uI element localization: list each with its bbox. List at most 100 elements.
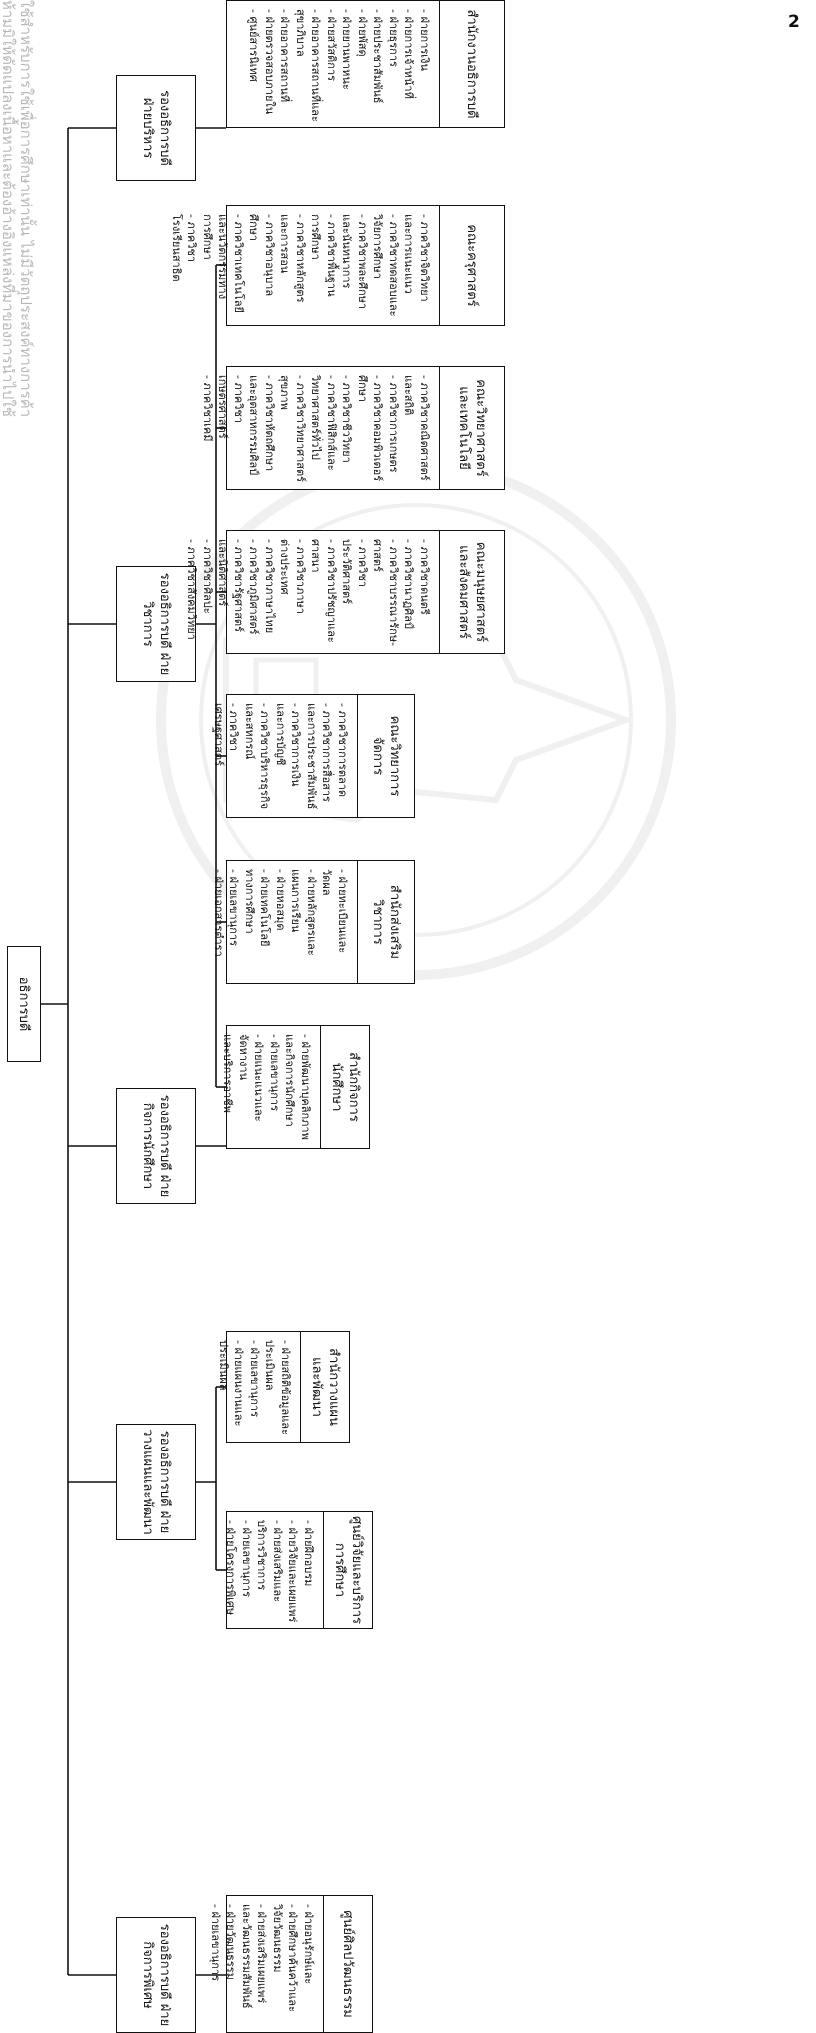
unit-item: - ภาควิชาทดสอบและ [387,214,400,317]
unit-box-science: คณะวิทยาศาสตร์ และเทคโนโลยี - ภาควิชาคณิ… [201,366,505,490]
unit-item: - ฝ่ายแนะแนวและจัดหางาน [237,1034,266,1122]
unit-item: - ภาควิชาดนตรี [418,539,431,615]
unit-item: วิทยาศาสตร์ทั่วไป [309,375,323,460]
unit-item: - ศูนย์สารนิเทศ [247,9,261,82]
unit-title: คณะครุศาสตร์ [464,224,480,307]
vp-title: รองอธิการบดี ฝ่ายบริหาร [140,90,172,166]
unit-item: วิจัยวัฒนธรรม [271,1904,284,1973]
unit-item: - ฝ่ายทะเบียนและวัดผล [320,869,350,954]
unit-item: - ภาควิชาหัตถศึกษา [263,375,276,472]
unit-title: คณะมนุษยศาสตร์ และสังคมศาสตร์ [456,541,488,643]
unit-item: - ภาควิชาบริหารธุรกิจ [258,703,272,810]
unit-item: - ฝ่ายอาคารสถานที่และ [309,9,323,122]
root-box: อธิการบดี [7,946,41,1062]
vp-box-special: รองอธิการบดี ฝ่ายกิจการพิเศษ [116,1917,196,2033]
unit-divider [323,1896,324,2032]
unit-box-student-affairs: สำนักกิจการนักศึกษา - ฝ่ายพัฒนาบุคลิกภาพ… [222,1025,370,1149]
unit-item: ทางการศึกษา [243,869,256,934]
unit-title: คณะวิทยาการจัดการ [370,715,402,797]
unit-item: - ฝ่ายอาคารสถานที่ [278,9,292,103]
unit-item: และอุตสาหกรรมศิลป์ [247,375,261,476]
unit-items: - ฝ่ายทะเบียนและวัดผล- ฝ่ายหลักสูตรและ แ… [207,861,357,983]
unit-item: - ฝ่ายศึกษาค้นคว้าและ [286,1904,300,2012]
unit-item: - ภาควิชาประวัติศาสตร์ [340,539,370,605]
unit-item: - ฝ่ายเลขานุการ [268,1034,281,1111]
unit-item: และบริการอาชีพ [221,1034,235,1113]
unit-item: และการสอน [278,214,292,274]
unit-item: และกิจการนักศึกษา [283,1034,297,1127]
unit-item: - ฝ่ายเลขานุการ [227,869,241,946]
unit-items: - ฝ่ายพัฒนาบุคลิกภาพ และกิจการนักศึกษา- … [216,1026,319,1148]
unit-item: - ฝ่ายโครงการพิเศษ [224,1520,238,1616]
unit-item: สุขภาพ [278,375,292,410]
unit-item: - ภาควิชาชีววิทยา [340,375,354,463]
unit-item: - ฝ่ายเลขานุการ [209,1904,222,1981]
unit-title: ศูนย์วิจัยและบริการ การศึกษา [332,1515,364,1624]
unit-item: - ฝ่ายเอกสารตำรา [212,869,225,957]
unit-box-humanities: คณะมนุษยศาสตร์ และสังคมศาสตร์ - ภาควิชาด… [186,530,505,654]
unit-item: - ฝ่ายเทคโนโลยี [258,869,272,947]
vp-title: รองอธิการบดี ฝ่ายกิจการนักศึกษา [140,1094,172,1198]
watermark-line-2: ห้ามมิให้ดัดแปลงเนื้อหาและต้องอ้างอิงแหล… [0,0,17,417]
unit-item: และนิติศาสตร์ [216,539,230,607]
unit-divider [357,861,358,983]
unit-box-research-center: ศูนย์วิจัยและบริการ การศึกษา - ฝ่ายฝึกอบ… [225,1511,373,1629]
unit-items: - ฝ่ายอนุรักษ์และ- ฝ่ายศึกษาค้นคว้าและ ว… [204,1896,323,2032]
unit-item: - ภาควิชาอนุบาลศึกษา [247,214,277,297]
unit-item: - ฝ่ายเลขานุการ [240,1520,253,1597]
unit-item: ประเมินผล [263,1340,277,1391]
unit-item: - ภาควิชาเกษตรศาสตร์ [216,375,246,439]
unit-title: สำนักงานอธิการบดี [464,9,480,119]
unit-items: - ฝ่ายการเงิน- ฝ่ายการเจ้าหน้าที่- ฝ่ายธ… [242,1,438,127]
unit-box-president-office: สำนักงานอธิการบดี - ฝ่ายการเงิน- ฝ่ายการ… [226,0,505,128]
unit-divider [320,1026,321,1148]
unit-item: - ภาควิชาเคมี [201,375,214,442]
unit-item: - ฝ่ายเลขานุการ [248,1340,261,1417]
unit-box-education: คณะครุศาสตร์ - ภาควิชาจิตวิทยา และการแนะ… [170,205,505,326]
unit-item: - ฝ่ายสวัสดิการ [325,9,338,82]
unit-item: ศึกษา [356,375,369,403]
unit-divider [439,206,440,325]
unit-item: - ฝ่ายสถิติข้อมูลและ [279,1340,292,1435]
unit-item: - ภาควิชาการเงิน [289,703,303,787]
unit-divider [323,1512,324,1628]
unit-item: - ภาควิชาวิทยาศาสตร์ [294,375,307,483]
unit-item: - ฝ่ายพัสดุ [356,9,369,57]
unit-item: - ฝ่ายหลักสูตรและ [305,869,318,956]
unit-items: - ภาควิชาคณิตศาสตร์ และสถิติ- ภาควิชาการ… [196,367,439,489]
unit-item: - ภาควิชาฟิสิกส์และ [325,375,338,471]
unit-items: - ภาควิชาดนตรี- ภาควิชานาฏศิลป์ - ภาควิชา… [180,531,438,653]
unit-item: - ฝ่ายการเงิน [418,9,431,71]
unit-item: และการแนะแนว [402,214,416,294]
unit-item: และสถิติ [402,375,416,416]
unit-item: - ฝ่ายพัฒนาบุคลิกภาพ [299,1034,312,1140]
unit-item: - ภาควิชาคอมพิวเตอร์ [371,375,385,482]
vp-box-planning: รองอธิการบดี ฝ่ายวางแผนและพัฒนา [116,1424,196,1540]
unit-item: - ภาควิชาสังคมวิทยา [185,539,199,640]
unit-item: - ภาควิชาภาษาไทย [263,539,276,634]
unit-item: - ภาควิชารัฐศาสตร์ [232,539,245,632]
unit-title: สำนักวางแผน และพัฒนา [309,1348,341,1426]
unit-items: - ฝ่ายสถิติข้อมูลและ ประเมินผล- ฝ่ายเลขา… [212,1332,300,1442]
unit-item: - ภาควิชาพละศึกษา [356,214,369,310]
unit-item: - ฝ่ายธุรการ [387,9,400,67]
unit-item: - ภาควิชาการตลาด [336,703,349,798]
unit-item: การศึกษา [309,214,323,260]
unit-item: ศาสนา [309,539,323,573]
unit-item: - ภาควิชานาฏศิลป์ [402,539,416,629]
unit-item: และการประชาสัมพันธ์ [305,703,318,810]
unit-item: - ฝ่ายส่งเสริมและ [271,1520,284,1602]
unit-title: สำนักกิจการนักศึกษา [329,1052,361,1122]
unit-item: - ฝ่ายประชาสัมพันธ์ [371,9,385,104]
unit-items: - ฝ่ายฝึกอบรม- ฝ่ายวิจัยและเผยแพร่- ฝ่าย… [219,1512,322,1628]
unit-item: - ฝ่ายวิจัยและเผยแพร่ [286,1520,300,1623]
unit-item: - ฝ่ายหอสมุด [274,869,287,931]
unit-item: - ฝ่ายส่งเสริมเผยแพร่ [255,1904,269,2004]
unit-item: ต่างประเทศ [278,539,292,595]
unit-item: - ฝ่ายแผนงานและ [232,1340,246,1427]
root-title: อธิการบดี [16,976,32,1032]
unit-item: - ฝ่ายอนุรักษ์และ [302,1904,315,1985]
unit-divider [357,695,358,817]
